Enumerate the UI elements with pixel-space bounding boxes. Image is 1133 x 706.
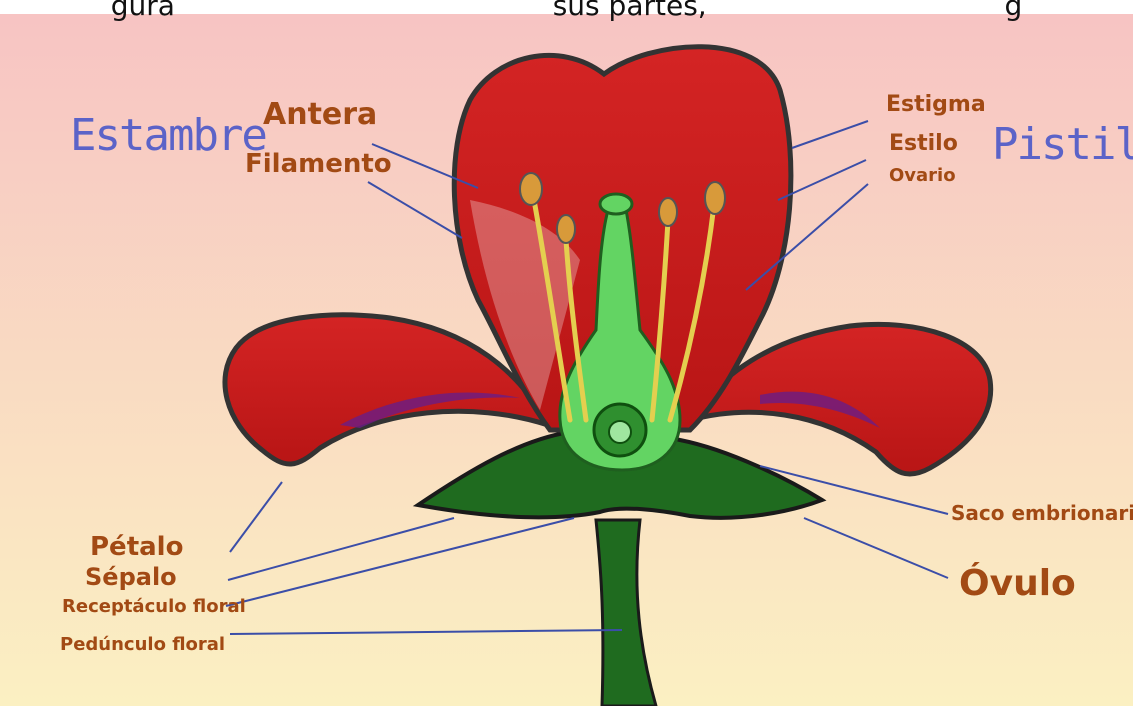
caption-middle: sus partes, (553, 0, 707, 22)
label-saco-embrionario: Saco embrionario (951, 503, 1133, 523)
caption-right: g (1005, 0, 1023, 22)
label-estigma: Estigma (886, 94, 986, 116)
label-sepalo: Sépalo (85, 565, 177, 589)
cropped-caption: gura sus partes, g (0, 0, 1133, 23)
ovule-core (609, 421, 631, 443)
label-petalo: Pétalo (90, 534, 183, 560)
anther-2 (557, 215, 575, 243)
label-receptaculo: Receptáculo floral (62, 598, 246, 616)
label-ovulo: Óvulo (959, 566, 1076, 602)
label-pistilo: Pistilo (992, 123, 1133, 167)
anther-1 (520, 173, 542, 205)
stigma (600, 194, 632, 214)
label-pedunculo: Pedúnculo floral (60, 636, 225, 654)
label-filamento: Filamento (245, 151, 392, 177)
anther-3 (659, 198, 677, 226)
label-ovario: Ovario (889, 167, 956, 185)
anther-4 (705, 182, 725, 214)
label-estambre: Estambre (70, 114, 266, 158)
label-estilo: Estilo (889, 133, 958, 155)
caption-left: gura (111, 0, 175, 22)
label-antera: Antera (263, 100, 377, 130)
